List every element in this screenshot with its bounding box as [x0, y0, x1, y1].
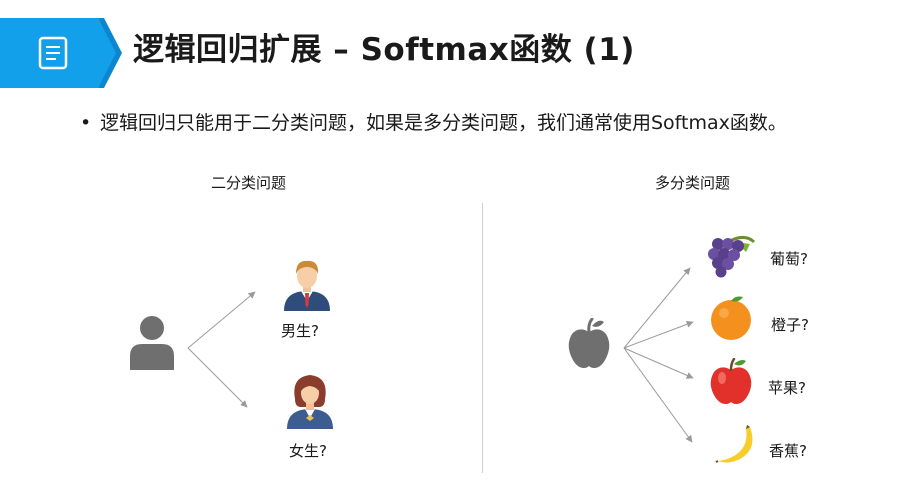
slide-title: 逻辑回归扩展 – Softmax函数 (1)	[133, 32, 635, 68]
person-silhouette-icon	[130, 316, 174, 370]
male-label: 男生?	[281, 322, 319, 340]
binary-section-title: 二分类问题	[211, 174, 287, 192]
bullet-text: 逻辑回归只能用于二分类问题，如果是多分类问题，我们通常使用Softmax函数。	[100, 112, 787, 134]
multi-section-title: 多分类问题	[655, 174, 731, 192]
female-person-icon	[287, 375, 333, 429]
document-icon	[38, 36, 68, 70]
banana-label: 香蕉?	[769, 442, 807, 460]
bullet-dot-icon: •	[80, 112, 92, 134]
female-label: 女生?	[289, 442, 327, 460]
arrow-to-orange	[623, 320, 694, 349]
orange-icon	[711, 296, 751, 340]
bullet-item: • 逻辑回归只能用于二分类问题，如果是多分类问题，我们通常使用Softmax函数。	[80, 108, 787, 135]
banana-icon	[715, 425, 753, 463]
title-banner	[0, 18, 122, 88]
arrow-to-male	[187, 291, 256, 349]
section-divider	[482, 203, 483, 473]
apple-silhouette-icon	[568, 318, 610, 368]
arrow-to-banana	[623, 347, 693, 443]
arrow-to-female	[187, 347, 248, 408]
grapes-icon	[708, 235, 756, 278]
arrow-to-apple	[623, 347, 694, 379]
apple-icon	[710, 358, 752, 404]
male-person-icon	[284, 260, 330, 311]
grapes-label: 葡萄?	[770, 250, 808, 268]
apple-label: 苹果?	[768, 379, 806, 397]
orange-label: 橙子?	[771, 316, 809, 334]
arrow-to-grapes	[623, 267, 691, 349]
